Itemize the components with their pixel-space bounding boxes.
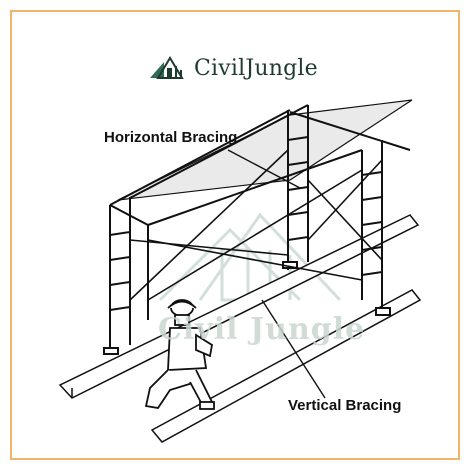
brand-name-part2: Jungle (245, 55, 318, 81)
horizontal-bracing-leader (227, 149, 301, 189)
kneeling-worker (144, 299, 215, 410)
back-left-frame (282, 105, 309, 270)
vertical-bracing-leader (261, 299, 326, 399)
ground-plank-right (150, 289, 422, 443)
watermark-logo-icon (158, 212, 342, 302)
front-left-frame (103, 197, 149, 355)
top-rails (109, 104, 363, 226)
building-logo-icon (150, 56, 184, 79)
brand-name: CivilJungle (194, 56, 318, 81)
back-right-frame (289, 111, 411, 316)
ground-plank-left (58, 214, 420, 399)
horizontal-bracing-label: Horizontal Bracing (104, 129, 238, 146)
brand-logo: CivilJungle (148, 52, 318, 84)
vertical-cross-bracing (129, 149, 383, 301)
watermark-text: Civil Jungle (158, 312, 366, 347)
vertical-bracing-label: Vertical Bracing (288, 397, 402, 414)
brand-name-part1: Civil (194, 55, 246, 81)
